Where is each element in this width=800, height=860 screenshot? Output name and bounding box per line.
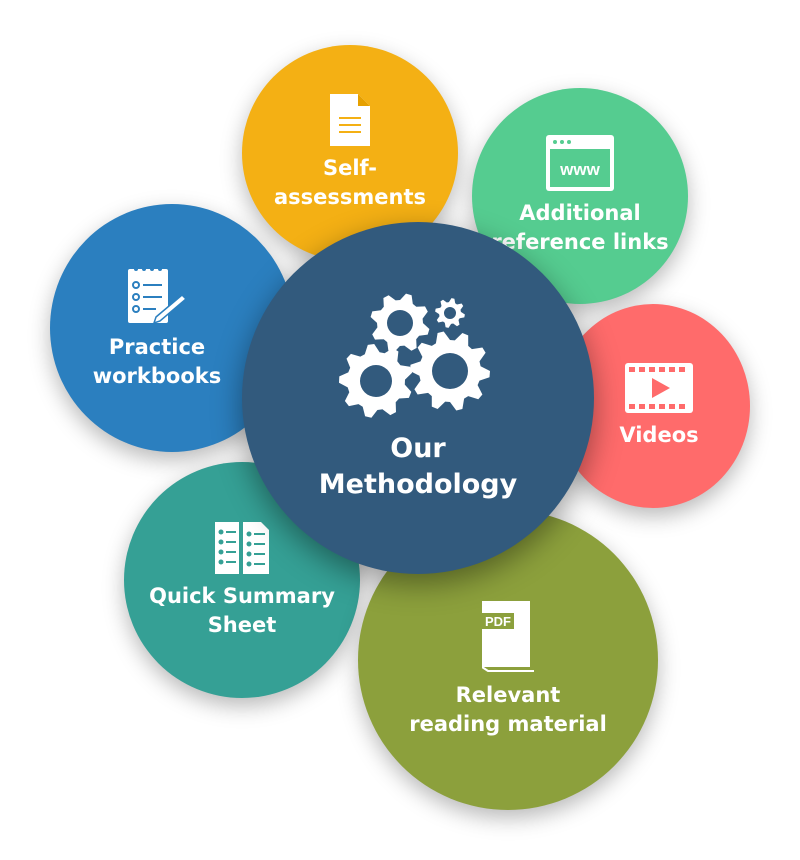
videos-label: Videos xyxy=(619,422,699,447)
pdf-book-icon: PDF xyxy=(482,601,534,672)
gear-left-icon xyxy=(339,344,413,418)
summary-sheet-icon xyxy=(215,522,269,574)
self-assessments-label: Self-assessments xyxy=(273,156,427,209)
svg-text:PDF: PDF xyxy=(485,614,511,629)
gear-small-icon xyxy=(435,298,465,328)
gear-top-icon xyxy=(370,293,430,353)
checklist-notepad-icon xyxy=(128,267,188,325)
videos-circle: Videos xyxy=(556,304,750,508)
gear-right-icon xyxy=(410,331,490,411)
svg-text:www: www xyxy=(559,160,600,179)
browser-www-icon: www xyxy=(546,135,614,191)
gears-icon xyxy=(339,293,490,418)
self-assessments-circle: Self-assessments xyxy=(242,45,458,261)
document-icon xyxy=(330,94,370,146)
film-play-icon xyxy=(625,362,693,413)
